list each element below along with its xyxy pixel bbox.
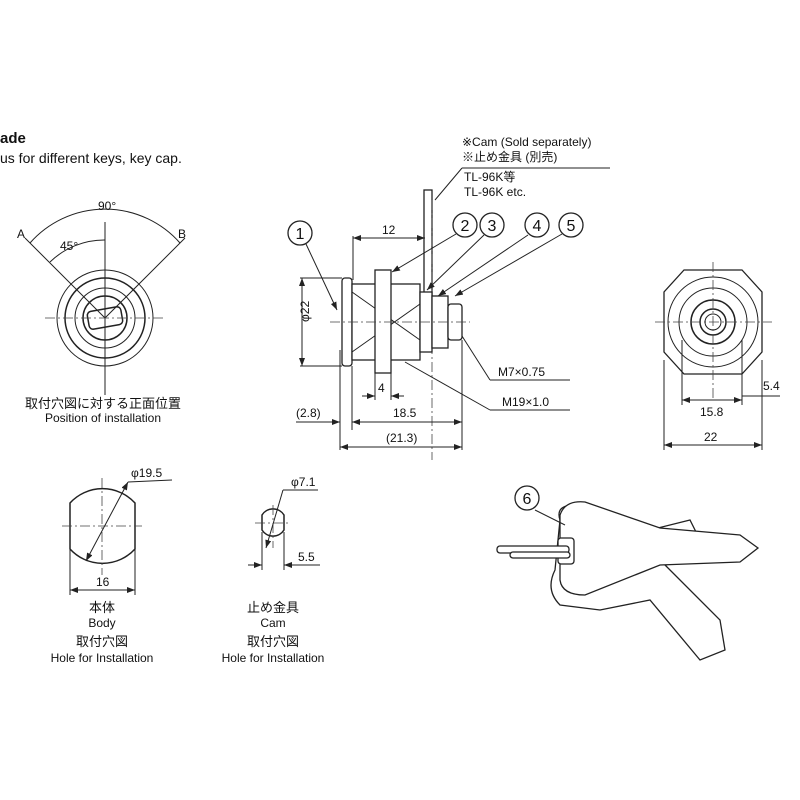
body-hole-dim-dia: φ19.5 — [131, 466, 162, 480]
section-subtitle: us for different keys, key cap. — [0, 150, 182, 166]
rear-view-dim-5-4: 5.4 — [763, 379, 780, 393]
part-number-1: 1 — [287, 220, 313, 246]
part-number-4: 4 — [524, 212, 550, 238]
side-view-part-numbers-0: 1 — [296, 226, 305, 243]
side-view-thread-m7: M7×0.75 — [498, 365, 545, 379]
side-view-part-numbers-3: 4 — [533, 218, 542, 235]
cam-hole-dim-width: 5.5 — [298, 550, 315, 564]
side-view-note-model-jp: TL-96K等 — [464, 170, 515, 184]
side-view-part-numbers-2: 3 — [488, 218, 497, 235]
body-hole-caption-en: Body — [88, 616, 115, 630]
cam-hole-dim-dia: φ7.1 — [291, 475, 316, 489]
side-view-part-numbers-4: 5 — [567, 218, 576, 235]
angle-arc-45 — [49, 239, 106, 263]
section-title: ade — [0, 130, 26, 147]
side-view-part-numbers-1: 2 — [461, 218, 470, 235]
side-view-thread-m19: M19×1.0 — [502, 395, 549, 409]
front-view-angle-total: 90° — [98, 199, 116, 213]
rear-view-dim-22: 22 — [704, 430, 718, 444]
body-hole-caption-jp: 本体 — [89, 600, 115, 615]
side-view-dim-2-8: (2.8) — [296, 406, 321, 420]
cam-hole-caption-jp: 止め金具 — [247, 600, 299, 615]
body-hole-dim-width: 16 — [96, 575, 110, 589]
side-view: ※Cam (Sold separately) ※止め金具 (別売) TL-96K… — [287, 135, 610, 460]
side-view-dim-18-5: 18.5 — [393, 406, 417, 420]
side-view-dim-dia22: φ22 — [298, 301, 312, 322]
front-view-point-b: B — [178, 227, 186, 241]
side-view-note-cam-jp: ※止め金具 (別売) — [462, 149, 557, 164]
front-view-angle-half: 45° — [60, 239, 78, 253]
angle-arc-90 — [29, 208, 181, 244]
front-caption-jp: 取付穴図に対する正面位置 — [25, 396, 181, 411]
body-hole-sub-en: Hole for Installation — [51, 651, 154, 665]
part-number-2: 2 — [452, 212, 478, 238]
front-caption-en: Position of installation — [45, 411, 161, 425]
cam-hole-caption-en: Cam — [260, 616, 285, 630]
body-hole-sub-jp: 取付穴図 — [76, 634, 128, 649]
part-number-3: 3 — [479, 212, 505, 238]
side-view-dim-4: 4 — [378, 381, 385, 395]
side-view-note-cam-en: ※Cam (Sold separately) — [462, 135, 591, 149]
front-view: 90° 45° A B 取付穴図に対する正面位置 Position of ins… — [17, 199, 186, 425]
body-hole-drawing: φ19.5 16 本体 Body 取付穴図 Hole for Installat… — [51, 466, 173, 665]
cam-hole-sub-jp: 取付穴図 — [247, 634, 299, 649]
cam-hole-drawing: φ7.1 5.5 止め金具 Cam 取付穴図 Hole for Installa… — [222, 475, 325, 665]
rear-view: 5.4 15.8 22 — [655, 262, 780, 450]
side-view-note-model-en: TL-96K etc. — [464, 185, 526, 199]
part-number-6: 6 — [514, 485, 540, 511]
front-view-point-a: A — [17, 227, 25, 241]
part-number-5: 5 — [558, 212, 584, 238]
side-view-dim-12: 12 — [382, 223, 396, 237]
key-drawing: 6 — [496, 485, 760, 661]
rear-view-dim-15-8: 15.8 — [700, 405, 724, 419]
cam-hole-sub-en: Hole for Installation — [222, 651, 325, 665]
key-part-number: 6 — [523, 491, 532, 508]
side-view-dim-21-3: (21.3) — [386, 431, 417, 445]
